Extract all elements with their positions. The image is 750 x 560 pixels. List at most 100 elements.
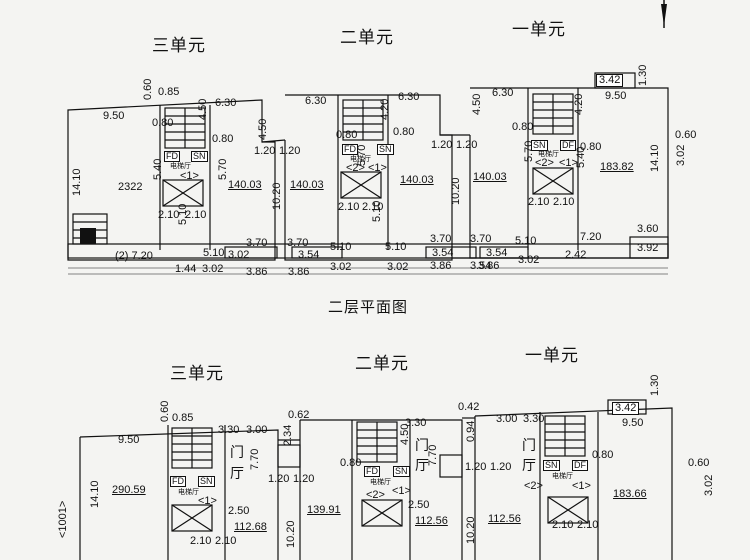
dim: 6.30 — [215, 97, 237, 109]
elevator-hall-label: 电梯厅 — [350, 156, 371, 163]
dim: 3.02 — [228, 249, 250, 261]
dim: 3.92 — [637, 242, 659, 254]
unit-tag: <1> — [198, 495, 217, 507]
dim: 3.54 — [486, 247, 508, 259]
dim: 2.10 — [158, 209, 180, 221]
dim: 1.20 — [279, 145, 301, 157]
unit-tag: <1> — [392, 485, 411, 497]
dim: 10.20 — [465, 516, 477, 544]
dim: 3.54 — [432, 247, 454, 259]
dim: 3.02 — [202, 263, 224, 275]
dim: 0.80 — [592, 449, 614, 461]
dim: 0.80 — [512, 121, 534, 133]
dim: 3.54 — [298, 249, 320, 261]
plan-title: 二层平面图 — [328, 298, 409, 316]
sn-tag: SN — [531, 140, 548, 151]
dim: 2.10 — [577, 519, 599, 531]
area-label: 112.68 — [234, 521, 267, 533]
dim: 0.85 — [158, 86, 180, 98]
dim: 4.50 — [257, 118, 269, 140]
area-label: 140.03 — [473, 171, 507, 183]
dim: 2.10 — [362, 201, 384, 213]
area-label: 139.91 — [307, 504, 341, 516]
door-label: 门 — [230, 444, 244, 460]
sn-tag: SN — [543, 460, 560, 471]
dim: 5.70 — [217, 158, 229, 180]
room-number: 2322 — [118, 181, 143, 193]
dim: 1.20 — [456, 139, 478, 151]
dim: 5.10 — [515, 235, 537, 247]
area-label: 112.56 — [415, 515, 448, 527]
dim: 3.02 — [703, 474, 715, 496]
fd-tag: FD — [342, 144, 358, 155]
unit-1-title: 一单元 — [525, 346, 579, 366]
dim: 2.10 — [215, 535, 237, 547]
dim: 6.30 — [305, 95, 327, 107]
fd-tag: FD — [164, 151, 180, 162]
dim: 0.80 — [336, 129, 358, 141]
dim: 2.10 — [528, 196, 550, 208]
dim: 2.10 — [552, 519, 574, 531]
dim: 3.60 — [637, 223, 659, 235]
dim: 4.50 — [471, 93, 483, 115]
dim: 0.60 — [675, 129, 697, 141]
dim: 0.85 — [172, 412, 194, 424]
dim: 2.10 — [190, 535, 212, 547]
dim: 2.10 — [185, 209, 207, 221]
unit-tag: <2> — [524, 480, 543, 492]
sn-tag: SN — [191, 151, 208, 162]
dim: 3.54 — [470, 260, 492, 272]
hall-label: 厅 — [230, 465, 244, 481]
hall-label: 厅 — [415, 457, 429, 473]
dim: 0.80 — [152, 117, 174, 129]
dim: 3.00 — [246, 424, 268, 436]
df-tag: DF — [560, 140, 576, 151]
area-label: 140.03 — [290, 179, 324, 191]
dim: 3.70 — [246, 237, 268, 249]
unit-tag: <2> — [346, 162, 365, 174]
dim: 3.86 — [430, 260, 452, 272]
unit-2-title: 二单元 — [340, 28, 394, 48]
dim: 14.10 — [649, 144, 661, 172]
dim: 14.10 — [71, 168, 83, 196]
unit-tag: <1> — [559, 157, 578, 169]
dim: 3.02 — [387, 261, 409, 273]
dim: 9.50 — [118, 434, 140, 446]
dim: 9.50 — [605, 90, 627, 102]
unit-tag: <2> — [535, 157, 554, 169]
dim: 0.80 — [393, 126, 415, 138]
side-label: <1001> — [57, 500, 69, 538]
dim: 5.10 — [385, 241, 407, 253]
dim: 10.20 — [285, 520, 297, 548]
dim: 3.30 — [218, 424, 240, 436]
area-label: 183.82 — [600, 161, 634, 173]
fd-tag: FD — [170, 476, 186, 487]
dim: 2.50 — [408, 499, 430, 511]
unit-tag: <1> — [368, 162, 387, 174]
dim: 3.02 — [675, 144, 687, 166]
door-label: 门 — [415, 437, 429, 453]
dim: 0.80 — [340, 457, 362, 469]
unit-tag: <2> — [366, 489, 385, 501]
dim: 2.34 — [282, 424, 294, 446]
dim: 9.50 — [103, 110, 125, 122]
dim: 7.70 — [249, 448, 261, 470]
dim: 5.10 — [330, 241, 352, 253]
df-tag: DF — [572, 460, 588, 471]
dim: 1.44 — [175, 263, 197, 275]
dim: 3.30 — [405, 417, 427, 429]
area-label: 140.03 — [400, 174, 434, 186]
dim: 1.20 — [490, 461, 512, 473]
dim: 7.70 — [427, 444, 439, 466]
elevator-hall-label: 电梯厅 — [552, 473, 573, 480]
dim: 0.62 — [288, 409, 310, 421]
fd-tag: FD — [364, 466, 380, 477]
dim: 0.60 — [142, 78, 154, 100]
dim: 0.94 — [465, 420, 477, 442]
dim: 3.42 — [612, 402, 640, 415]
dim: 3.86 — [288, 266, 310, 278]
unit-tag: <1> — [572, 480, 591, 492]
area-label: 183.66 — [613, 488, 647, 500]
